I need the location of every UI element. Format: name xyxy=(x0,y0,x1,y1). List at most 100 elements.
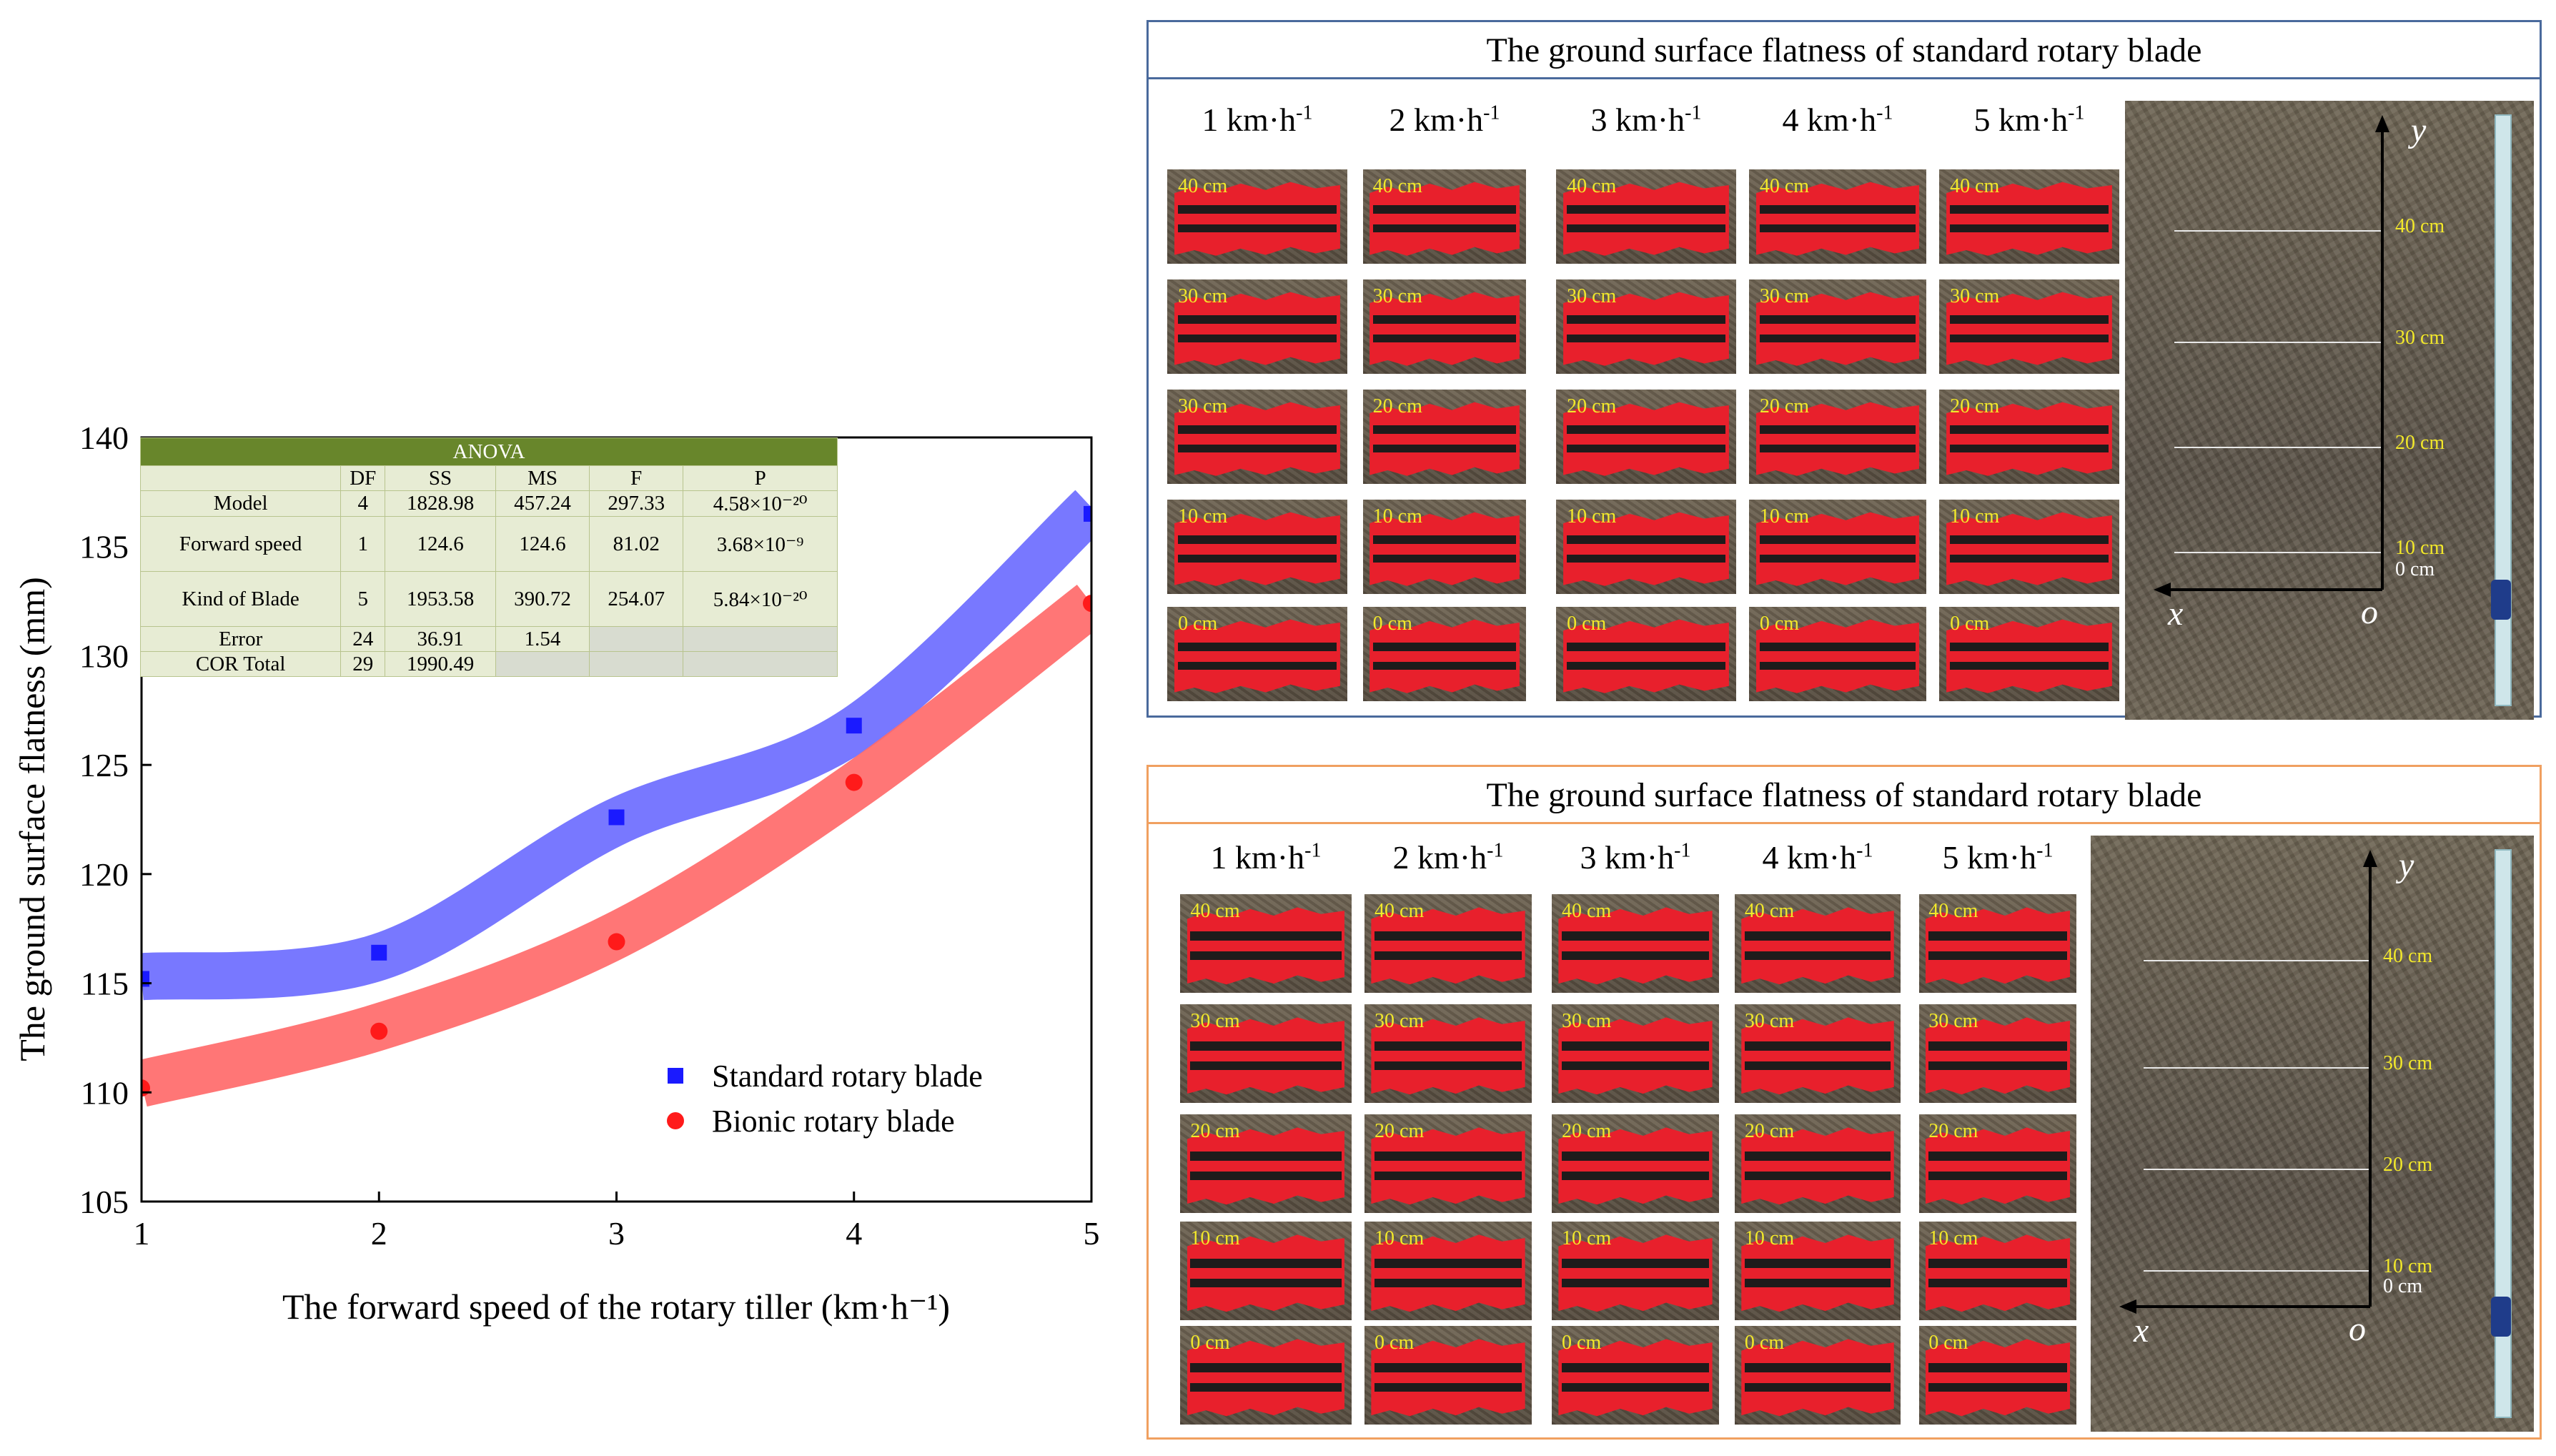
rod-clip xyxy=(2491,1297,2511,1337)
gauge-photo: 30 cm xyxy=(1552,1004,1719,1103)
data-point xyxy=(845,773,863,791)
gauge-bar xyxy=(1567,315,1725,325)
anova-col-4: F xyxy=(589,465,684,491)
depth-label: 10 cm xyxy=(1562,1227,1612,1250)
anova-cell: Kind of Blade xyxy=(139,571,342,627)
gauge-photo: 30 cm xyxy=(1167,390,1347,484)
gauge-bar xyxy=(1374,931,1522,941)
gauge-bar xyxy=(1190,931,1342,941)
speed-sup: -1 xyxy=(1483,101,1500,124)
legend-marker xyxy=(667,1112,684,1129)
gauge-bar xyxy=(1190,1383,1342,1392)
gauge-photo: 40 cm xyxy=(1167,169,1347,264)
x-tick-label: 2 xyxy=(371,1215,387,1252)
contour-gauge xyxy=(1187,907,1345,985)
y-tick-label: 130 xyxy=(79,638,129,674)
gauge-bar xyxy=(1178,315,1337,325)
depth-label: 0 cm xyxy=(1567,612,1607,635)
depth-label: 10 cm xyxy=(1190,1227,1240,1250)
contour-gauge xyxy=(1187,1234,1345,1312)
legend-marker xyxy=(668,1068,683,1084)
anova-cell: 3.68×10⁻⁹ xyxy=(683,516,838,572)
anova-cell: 124.6 xyxy=(495,516,590,572)
axis-letter: o xyxy=(2349,1310,2366,1348)
gauge-bar xyxy=(1178,334,1337,343)
depth-label: 0 cm xyxy=(1178,612,1218,635)
field-depth-label: 20 cm xyxy=(2383,1154,2433,1176)
gauge-bar xyxy=(1950,334,2109,343)
gauge-photo: 0 cm xyxy=(1919,1326,2076,1425)
anova-cell: 4 xyxy=(340,490,386,517)
gauge-bar xyxy=(1374,951,1522,961)
contour-gauge xyxy=(1563,292,1729,366)
gauge-bar xyxy=(1190,1041,1342,1051)
gauge-bar xyxy=(1178,643,1337,652)
anova-cell xyxy=(589,651,684,677)
contour-gauge xyxy=(1741,1339,1894,1417)
anova-cell: 5.84×10⁻²⁰ xyxy=(683,571,838,627)
contour-gauge xyxy=(1741,907,1894,985)
field-depth-label: 40 cm xyxy=(2395,215,2445,237)
axis-letter: y xyxy=(2399,846,2414,884)
depth-label: 30 cm xyxy=(1759,284,1810,307)
contour-gauge xyxy=(1369,182,1520,256)
depth-label: 10 cm xyxy=(1759,505,1810,528)
contour-gauge xyxy=(1755,292,1920,366)
depth-label: 0 cm xyxy=(1744,1332,1785,1355)
gauge-bar xyxy=(1372,224,1517,233)
gauge-bar xyxy=(1950,643,2109,652)
gauge-bar xyxy=(1950,315,2109,325)
gauge-bar xyxy=(1190,951,1342,961)
gauge-bar xyxy=(1178,205,1337,214)
gauge-bar xyxy=(1562,1363,1709,1372)
x-tick-label: 1 xyxy=(134,1215,150,1252)
speed-sup: -1 xyxy=(2068,101,2085,124)
gauge-bar xyxy=(1372,205,1517,214)
contour-gauge xyxy=(1174,512,1340,586)
depth-label: 20 cm xyxy=(1928,1120,1978,1143)
gauge-photo: 10 cm xyxy=(1167,500,1347,594)
depth-label: 10 cm xyxy=(1744,1227,1795,1250)
depth-label: 30 cm xyxy=(1372,284,1422,307)
speed-sup: -1 xyxy=(1856,839,1873,862)
gauge-bar xyxy=(1950,661,2109,670)
contour-gauge xyxy=(1925,1339,2071,1417)
depth-label: 10 cm xyxy=(1178,505,1228,528)
speed-header: 1 km·h-1 xyxy=(1167,101,1347,139)
speed-text: 1 km·h xyxy=(1202,101,1297,138)
gauge-photo: 40 cm xyxy=(1919,894,2076,993)
panel-title: The ground surface flatness of standard … xyxy=(1149,22,2540,79)
standard-blade-panel-bottom: The ground surface flatness of standard … xyxy=(1146,765,2542,1440)
speed-text: 2 km·h xyxy=(1389,101,1484,138)
data-point xyxy=(608,809,625,826)
y-tick-label: 140 xyxy=(79,420,129,456)
standard-blade-panel-top: The ground surface flatness of standard … xyxy=(1146,20,2542,720)
contour-gauge xyxy=(1755,512,1920,586)
gauge-photo: 20 cm xyxy=(1363,390,1526,484)
anova-cell: 254.07 xyxy=(589,571,684,627)
field-depth-label: 40 cm xyxy=(2383,945,2433,967)
gauge-photo: 0 cm xyxy=(1180,1326,1352,1425)
gauge-bar xyxy=(1567,643,1725,652)
contour-gauge xyxy=(1187,1339,1345,1417)
gauge-bar xyxy=(1744,1259,1891,1268)
speed-header: 2 km·h-1 xyxy=(1363,101,1526,139)
anova-cell xyxy=(589,626,684,652)
gauge-bar xyxy=(1190,1061,1342,1071)
depth-label: 0 cm xyxy=(1759,612,1800,635)
gauge-photo: 30 cm xyxy=(1735,1004,1901,1103)
speed-sup: -1 xyxy=(1674,839,1691,862)
gauge-bar xyxy=(1928,951,2067,961)
depth-label: 20 cm xyxy=(1744,1120,1795,1143)
gauge-bar xyxy=(1744,1279,1891,1288)
gauge-bar xyxy=(1567,444,1725,453)
gauge-bar xyxy=(1567,205,1725,214)
gauge-bar xyxy=(1562,1383,1709,1392)
contour-gauge xyxy=(1563,512,1729,586)
gauge-photo: 10 cm xyxy=(1735,1222,1901,1320)
gauge-bar xyxy=(1562,1279,1709,1288)
depth-label: 20 cm xyxy=(1759,395,1810,417)
depth-label: 40 cm xyxy=(1759,174,1810,197)
axis-letter: o xyxy=(2361,593,2378,631)
